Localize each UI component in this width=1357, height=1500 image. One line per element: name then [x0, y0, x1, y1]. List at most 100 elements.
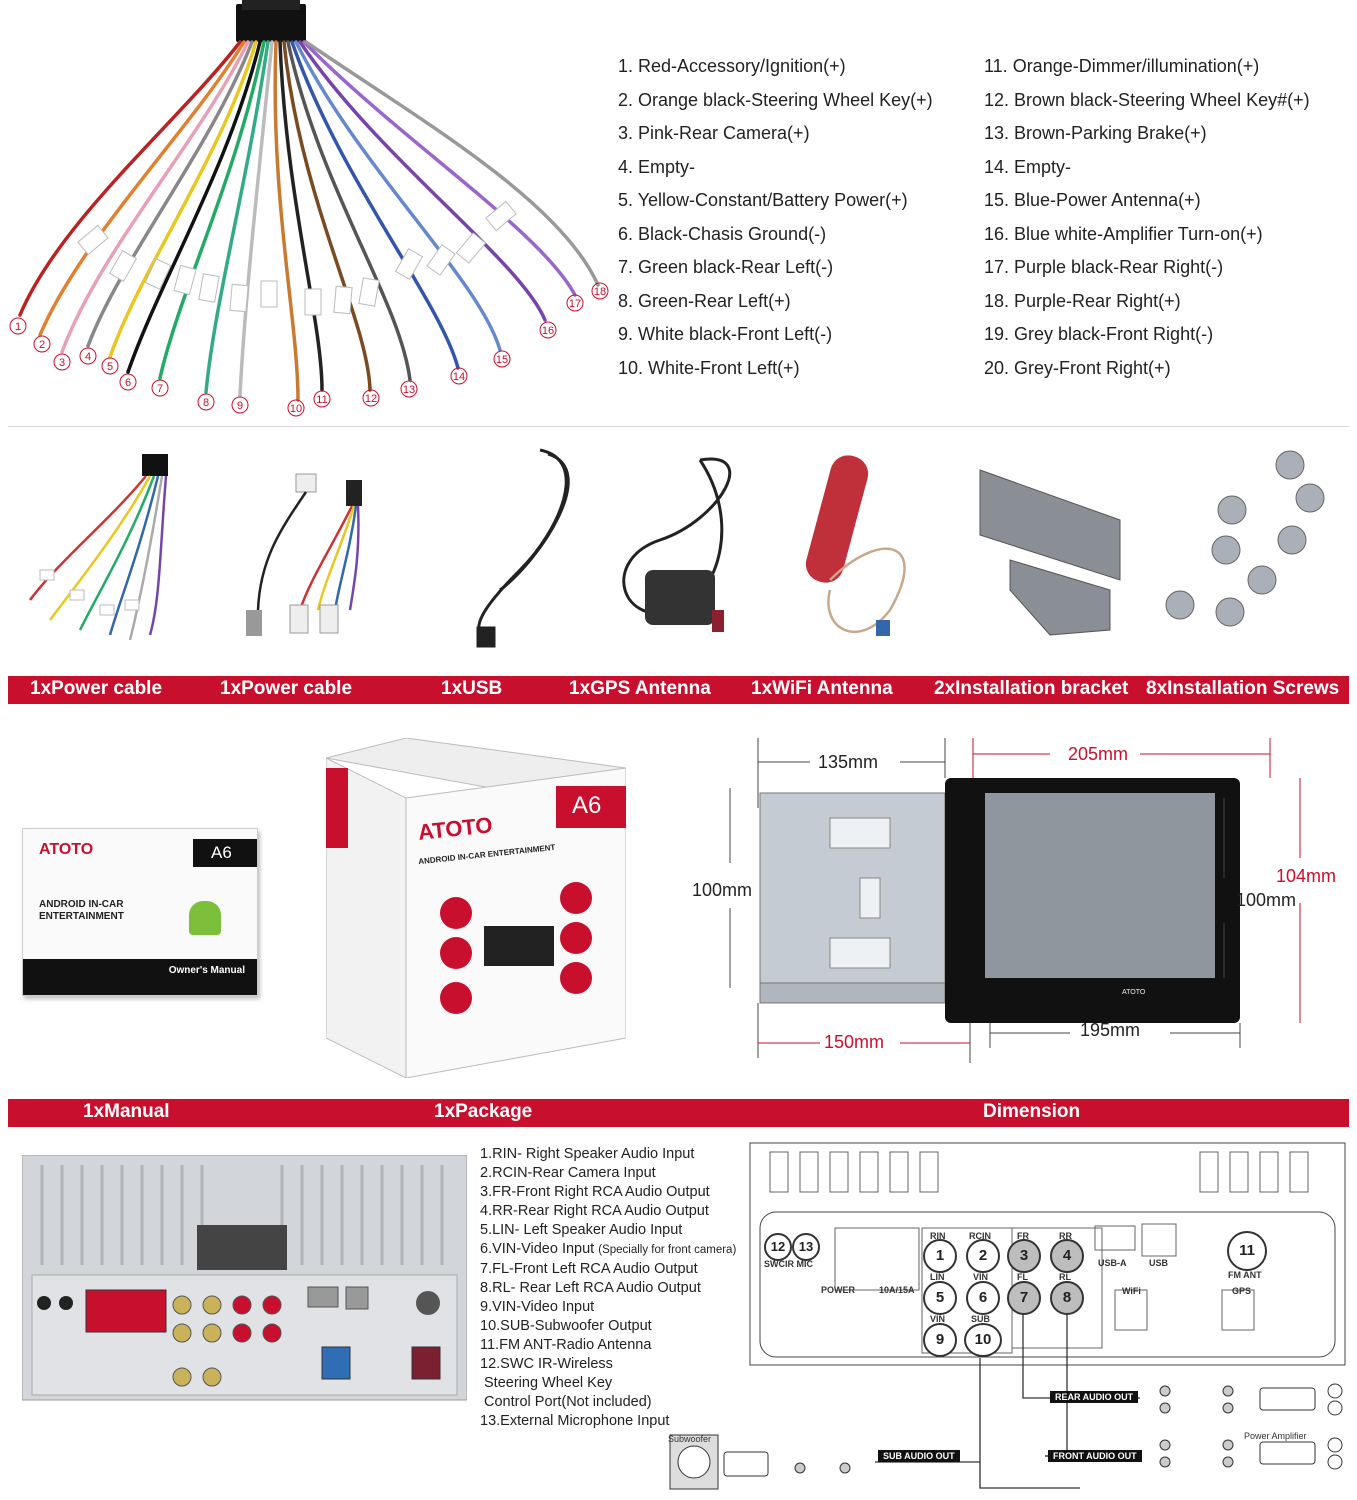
package-label: 1xPackage	[434, 1101, 533, 1122]
port-label: POWER	[821, 1285, 856, 1295]
legend-item: 13.External Microphone Input	[480, 1413, 670, 1429]
dim-width-bottom: 195mm	[1080, 1020, 1141, 1040]
wire-number: 1	[15, 321, 21, 333]
svg-text:9: 9	[237, 400, 243, 412]
port-fm-ant: 11	[1227, 1231, 1267, 1271]
legend-item: 10.SUB-Subwoofer Output	[480, 1318, 652, 1334]
legend-item: Steering Wheel Key	[484, 1375, 613, 1391]
accessory-label: 1xWiFi Antenna	[751, 678, 893, 699]
port-fr: 3	[1007, 1239, 1041, 1273]
port-label: RL	[1059, 1272, 1071, 1282]
wire-item: 1. Red-Accessory/Ignition(+)	[618, 56, 846, 76]
port-swc: 12	[764, 1233, 792, 1261]
port-label: LIN	[930, 1272, 945, 1282]
svg-text:15: 15	[496, 354, 508, 366]
installation-bracket-icon	[979, 469, 1121, 636]
port-label: FM ANT	[1228, 1270, 1262, 1280]
dim-depth-top: 135mm	[818, 752, 879, 772]
accessory-label: 1xGPS Antenna	[569, 678, 711, 699]
gps-antenna-icon	[622, 457, 732, 632]
port-label: SWCIR MIC	[764, 1259, 813, 1269]
port-label: RR	[1059, 1231, 1072, 1241]
manual-brand: ATOTO	[39, 841, 94, 858]
divider	[8, 426, 1349, 427]
port-label: FR	[1017, 1231, 1029, 1241]
svg-text:11: 11	[316, 394, 327, 406]
wire-item: 15. Blue-Power Antenna(+)	[984, 190, 1201, 210]
port-lin: 5	[923, 1281, 957, 1315]
svg-text:4: 4	[85, 351, 91, 363]
svg-text:7: 7	[157, 383, 163, 395]
legend-item: 3.FR-Front Right RCA Audio Output	[480, 1184, 710, 1200]
svg-text:13: 13	[403, 384, 415, 396]
port-label: RIN	[930, 1231, 946, 1241]
package-model: A6	[572, 792, 602, 819]
legend-item: 9.VIN-Video Input	[480, 1299, 595, 1315]
port-sub: 10	[964, 1323, 1002, 1357]
wire-item: 9. White black-Front Left(-)	[618, 324, 833, 344]
panel-brand-mark: ATOTO	[1122, 989, 1146, 996]
port-vin: 6	[966, 1281, 1000, 1315]
accessory-label: 2xInstallation bracket	[934, 678, 1129, 699]
accessory-label: 1xPower cable	[220, 678, 353, 699]
port-label: USB-A	[1098, 1258, 1127, 1268]
wire-item: 18. Purple-Rear Right(+)	[984, 290, 1181, 311]
accessory-label: 8xInstallation Screws	[1146, 678, 1340, 699]
wire-list-left: 1. Red-Accessory/Ignition(+) 2. Orange b…	[618, 50, 933, 385]
wire-list-right: 11. Orange-Dimmer/illumination(+) 12. Br…	[984, 50, 1310, 385]
svg-text:10: 10	[290, 403, 302, 415]
legend-item: 6.VIN-Video Input	[480, 1241, 595, 1257]
svg-text:16: 16	[542, 325, 554, 337]
rear-audio-out-tag: REAR AUDIO OUT	[1050, 1391, 1139, 1403]
port-label: FL	[1017, 1272, 1028, 1282]
legend-item: 1.RIN- Right Speaker Audio Input	[480, 1146, 695, 1162]
port-label: RCIN	[969, 1231, 991, 1241]
legend-item: Control Port(Not included)	[484, 1394, 652, 1410]
wifi-antenna-icon	[805, 455, 906, 636]
manual-title: ANDROID IN-CAR ENTERTAINMENT	[39, 899, 124, 922]
power-cable-icon	[29, 454, 168, 641]
svg-text:14: 14	[453, 371, 465, 383]
svg-text:3: 3	[59, 357, 65, 369]
legend-item: 4.RR-Rear Right RCA Audio Output	[480, 1203, 709, 1219]
port-label: 10A/15A	[879, 1285, 915, 1295]
wire-item: 6. Black-Chasis Ground(-)	[618, 223, 827, 244]
manual-footer: Owner's Manual	[168, 965, 245, 976]
port-label: VIN	[930, 1314, 946, 1324]
dim-depth-bottom: 150mm	[824, 1032, 885, 1052]
svg-text:8: 8	[203, 397, 209, 409]
legend-item: 5.LIN- Left Speaker Audio Input	[480, 1222, 683, 1238]
wire-item: 10. White-Front Left(+)	[618, 357, 800, 378]
dimension-drawing: ATOTO	[729, 738, 1301, 1063]
dim-width-top: 205mm	[1068, 744, 1129, 764]
sub-audio-out-tag: SUB AUDIO OUT	[878, 1450, 960, 1462]
accessory-label: 1xPower cable	[30, 678, 163, 699]
port-rl: 8	[1050, 1281, 1084, 1315]
port-label: USB	[1149, 1258, 1169, 1268]
front-audio-out-tag: FRONT AUDIO OUT	[1048, 1450, 1142, 1462]
wire-item: 12. Brown black-Steering Wheel Key#(+)	[984, 89, 1310, 110]
accessory-label: 1xUSB	[441, 678, 503, 699]
wire-item: 20. Grey-Front Right(+)	[984, 357, 1171, 378]
package-box-shape	[325, 737, 627, 1079]
android-icon	[189, 901, 221, 935]
package-label: 1xManual	[83, 1101, 170, 1122]
wire-item: 17. Purple black-Rear Right(-)	[984, 257, 1224, 277]
port-label: WiFi	[1122, 1286, 1141, 1296]
wire-item: 2. Orange black-Steering Wheel Key(+)	[618, 89, 933, 110]
power-cable-icon	[246, 473, 362, 636]
legend-item-vin: 6.VIN-Video Input (Specially for front c…	[480, 1240, 736, 1260]
usb-cable-icon	[476, 448, 570, 648]
legend-item: 8.RL- Rear Left RCA Audio Output	[480, 1280, 701, 1296]
wire-item: 11. Orange-Dimmer/illumination(+)	[984, 56, 1260, 76]
svg-text:5: 5	[107, 361, 113, 373]
accessories-label-band: 1xPower cable 1xPower cable 1xUSB 1xGPS …	[8, 676, 1349, 704]
port-label: VIN	[973, 1272, 989, 1282]
dim-height-right: 104mm	[1276, 866, 1337, 886]
port-rcin: 2	[966, 1239, 1000, 1273]
legend-item: 12.SWC IR-Wireless	[480, 1356, 613, 1372]
manual-booklet: ATOTO A6 ANDROID IN-CAR ENTERTAINMENT Ow…	[22, 828, 258, 996]
wire-item: 7. Green black-Rear Left(-)	[618, 257, 834, 277]
wire-item: 5. Yellow-Constant/Battery Power(+)	[618, 190, 908, 210]
